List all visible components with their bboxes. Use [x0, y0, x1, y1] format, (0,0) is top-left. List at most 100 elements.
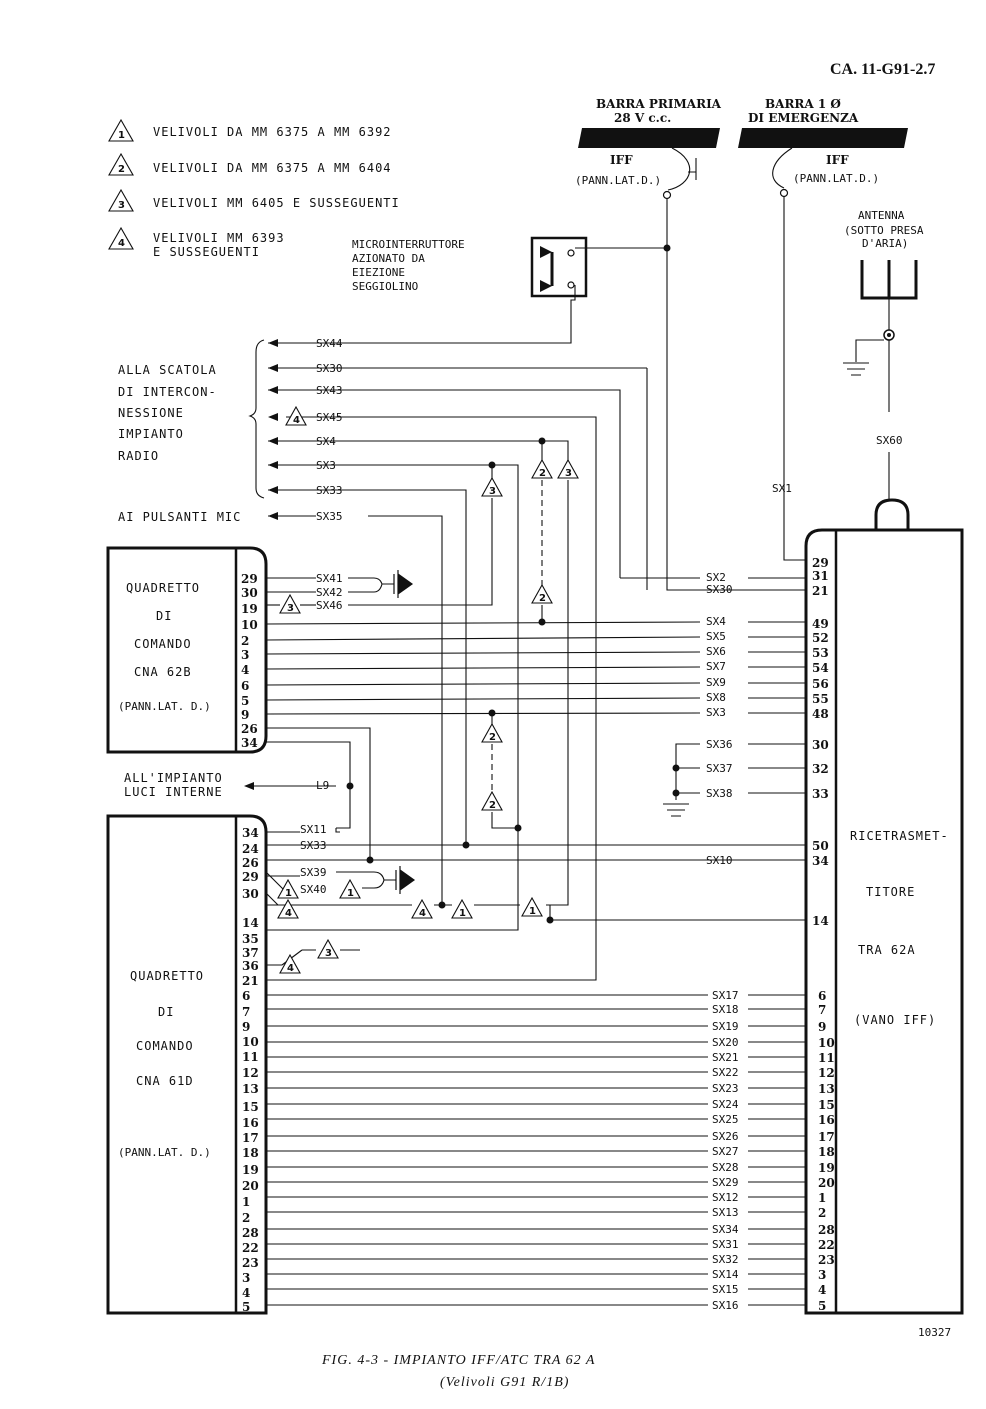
pin-label: 21	[242, 974, 259, 988]
pin-label: 10	[818, 1036, 835, 1050]
wire-label: SX45	[316, 411, 343, 424]
note-triangle	[277, 898, 299, 919]
pin-label: 16	[818, 1113, 835, 1127]
legend-num: 2	[118, 164, 125, 175]
doc-code: CA. 11-G91-2.7	[830, 61, 935, 78]
pin-label: 17	[818, 1130, 835, 1144]
radio-box-label: RADIO	[118, 449, 159, 463]
primary-bus-label: BARRA PRIMARIA	[596, 97, 722, 111]
wiring-top: SX1 L9	[244, 196, 806, 981]
legend-text: E SUSSEGUENTI	[153, 245, 260, 259]
wire-label: SX28	[712, 1161, 739, 1174]
microswitch-label: EIEZIONE	[352, 266, 405, 279]
ground-icon	[843, 362, 869, 376]
note-triangle	[451, 898, 473, 919]
wire-sx4-path	[368, 440, 569, 462]
note-triangle-icon: 4	[285, 405, 307, 426]
note-num: 3	[325, 948, 332, 959]
pin-label: 34	[241, 736, 258, 750]
pin-label: 11	[818, 1051, 835, 1065]
wire-pin34-path	[266, 741, 351, 829]
arrow-icon	[268, 413, 278, 421]
pin-label: 15	[818, 1098, 835, 1112]
note-triangle	[317, 938, 339, 959]
pin-label: 20	[242, 1179, 259, 1193]
wire	[265, 651, 701, 655]
emergency-bus-label: BARRA 1 Ø	[765, 97, 841, 111]
pin-label: 2	[242, 1211, 250, 1225]
microswitch-label: AZIONATO DA	[352, 252, 425, 265]
wire	[266, 828, 340, 833]
pin-label: 29	[241, 572, 258, 586]
wire-label: SX6	[706, 645, 726, 658]
wire-label: SX16	[712, 1299, 739, 1312]
pin-label: 20	[818, 1176, 835, 1190]
wire-sx4-alt	[550, 480, 569, 906]
pin-label: 13	[242, 1082, 259, 1096]
junction-dot	[538, 618, 546, 626]
wire-label: SX2	[706, 571, 726, 584]
transceiver-title: TITORE	[866, 885, 915, 899]
pin-label: 19	[242, 1163, 259, 1177]
emergency-bus-sub: DI EMERGENZA	[748, 111, 859, 125]
wire	[265, 712, 701, 715]
legend-triangle-1	[108, 118, 134, 142]
legend-text: VELIVOLI DA MM 6375 A MM 6392	[153, 125, 392, 139]
arrow-icon	[268, 461, 278, 469]
pin-label: 3	[241, 648, 249, 662]
wire-label: SX43	[316, 384, 343, 397]
microswitch-label: MICROINTERRUTTORE	[352, 238, 465, 251]
figure-subcaption: (Velivoli G91 R/1B)	[440, 1375, 569, 1390]
cna61d-pins: 3424262930143537362167910111213151617181…	[242, 826, 259, 1314]
note-triangle-icon: 1	[521, 896, 543, 917]
legend-text: VELIVOLI MM 6393	[153, 231, 285, 245]
breaker-handle-icon	[688, 158, 697, 180]
pin-label: 15	[242, 1100, 259, 1114]
transceiver-title: RICETRASMET-	[850, 829, 949, 843]
note-triangle-icon: 3	[279, 593, 301, 614]
coax-connector-pin	[887, 333, 891, 337]
wire-label: SX26	[712, 1130, 739, 1143]
cna61d-panel: QUADRETTO DI COMANDO CNA 61D (PANN.LAT. …	[106, 814, 268, 1315]
transceiver-title: TRA 62A	[858, 943, 916, 957]
primary-bus-bar	[578, 128, 720, 148]
arrow-icon	[268, 486, 278, 494]
pin-label: 19	[818, 1161, 835, 1175]
terminal-icon	[567, 281, 575, 289]
note-triangle	[279, 593, 301, 614]
note-triangle	[277, 878, 299, 899]
note-num: 3	[565, 468, 572, 479]
pin-label: 10	[241, 618, 258, 632]
arrow-icon	[268, 364, 278, 372]
antenna-connector-icon	[874, 498, 910, 530]
wire-label-sx1: SX1	[772, 482, 792, 495]
pin-label: 2	[818, 1206, 826, 1220]
pin-label: 21	[812, 584, 829, 598]
pin-label: 9	[818, 1020, 826, 1034]
wire-sx39-40-merge	[336, 871, 396, 889]
note-triangle-icon: 1	[277, 878, 299, 899]
drawing-number: 10327	[918, 1326, 951, 1339]
pin-label: 50	[812, 839, 829, 853]
wire-sx3-path	[266, 464, 519, 931]
arrow-icon	[268, 386, 278, 394]
wire	[265, 636, 701, 641]
radio-box-label: IMPIANTO	[118, 427, 184, 441]
pin-label: 18	[242, 1146, 259, 1160]
pin-label: 33	[812, 787, 829, 801]
pin-label: 6	[241, 679, 249, 693]
power-section: BARRA PRIMARIA 28 V c.c. BARRA 1 Ø DI EM…	[575, 97, 908, 200]
wire-label: SX23	[712, 1082, 739, 1095]
wire-label: SX31	[712, 1238, 739, 1251]
note-num: 4	[293, 415, 300, 426]
wire-label: SX25	[712, 1113, 739, 1126]
wire-label: SX10	[706, 854, 733, 867]
note-triangle	[557, 458, 579, 479]
junction-dot	[438, 901, 446, 909]
legend-item-4: 4 VELIVOLI MM 6393 E SUSSEGUENTI	[108, 226, 285, 259]
note-num: 1	[347, 888, 354, 899]
pin-label: 14	[242, 916, 259, 930]
wire-label: SX33	[316, 484, 343, 497]
wire	[265, 666, 701, 670]
primary-bus-voltage: 28 V c.c.	[614, 111, 671, 125]
